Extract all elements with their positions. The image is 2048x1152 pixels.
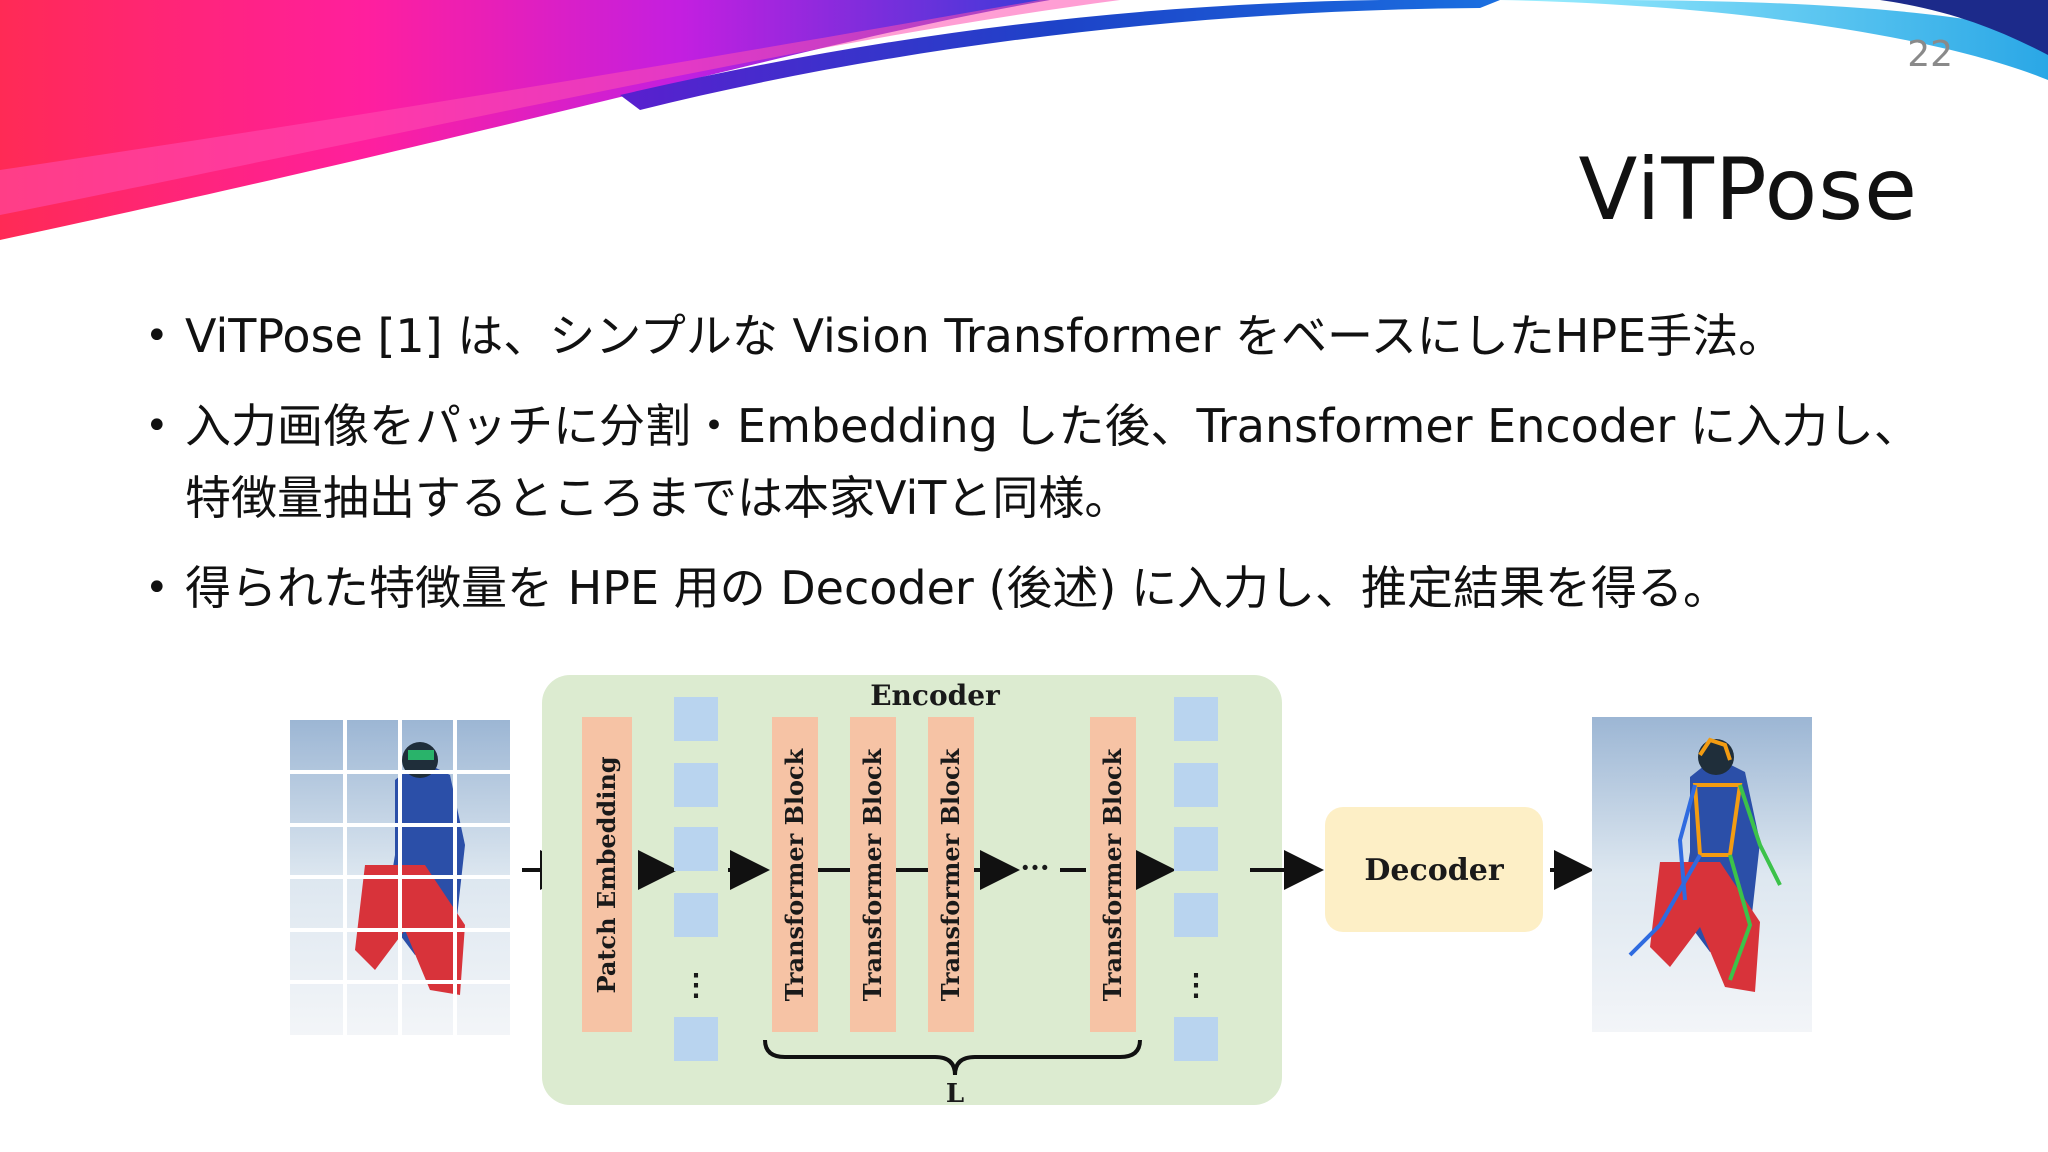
slide-title: ViTPose — [1578, 140, 1918, 240]
bullet-list: • ViTPose [1] は、シンプルな Vision Transformer … — [145, 300, 1945, 642]
bullet-text: ViTPose [1] は、シンプルな Vision Transformer を… — [185, 309, 1785, 363]
decorative-ribbon-banner — [0, 0, 2048, 240]
input-image-patches — [290, 720, 510, 1035]
transformer-block — [1090, 717, 1136, 1032]
encoder-label: Encoder — [870, 679, 1001, 712]
vertical-ellipsis: ⋮ — [1181, 968, 1211, 1003]
token-column-input — [674, 697, 718, 1061]
horizontal-ellipsis: ··· — [1020, 851, 1049, 884]
page-number: 22 — [1907, 34, 1953, 75]
transformer-block-label: Transformer Block — [1098, 747, 1127, 1001]
bullet-text: 入力画像をパッチに分割・Embedding した後、Transformer En… — [185, 399, 1920, 525]
decoder-label: Decoder — [1364, 853, 1504, 888]
bullet-dot-icon: • — [145, 313, 169, 359]
transformer-block-label: Transformer Block — [936, 747, 965, 1001]
vertical-ellipsis: ⋮ — [681, 968, 711, 1003]
repeat-count-label: L — [946, 1079, 964, 1109]
patch-embedding-block — [582, 717, 632, 1032]
bullet-item: • ViTPose [1] は、シンプルな Vision Transformer … — [145, 300, 1945, 372]
patch-embedding-label: Patch Embedding — [592, 756, 621, 993]
transformer-block-label: Transformer Block — [780, 747, 809, 1001]
output-pose-image — [1592, 717, 1812, 1032]
transformer-block — [850, 717, 896, 1032]
transformer-block-label: Transformer Block — [858, 747, 887, 1001]
bullet-dot-icon: • — [145, 565, 169, 611]
transformer-block — [772, 717, 818, 1032]
transformer-block — [928, 717, 974, 1032]
decoder-block — [1325, 807, 1543, 932]
encoder-container — [542, 675, 1282, 1105]
token-column-output — [1174, 697, 1218, 1061]
repeat-brace — [763, 1039, 1142, 1076]
bullet-text: 得られた特徴量を HPE 用の Decoder (後述) に入力し、推定結果を得… — [185, 561, 1729, 615]
vitpose-architecture-diagram: Encoder Patch Embedding ⋮ Transformer Bl… — [290, 675, 1812, 1109]
bullet-dot-icon: • — [145, 403, 169, 449]
bullet-item: • 得られた特徴量を HPE 用の Decoder (後述) に入力し、推定結果を… — [145, 552, 1945, 624]
bullet-item: • 入力画像をパッチに分割・Embedding した後、Transformer E… — [145, 390, 1945, 534]
